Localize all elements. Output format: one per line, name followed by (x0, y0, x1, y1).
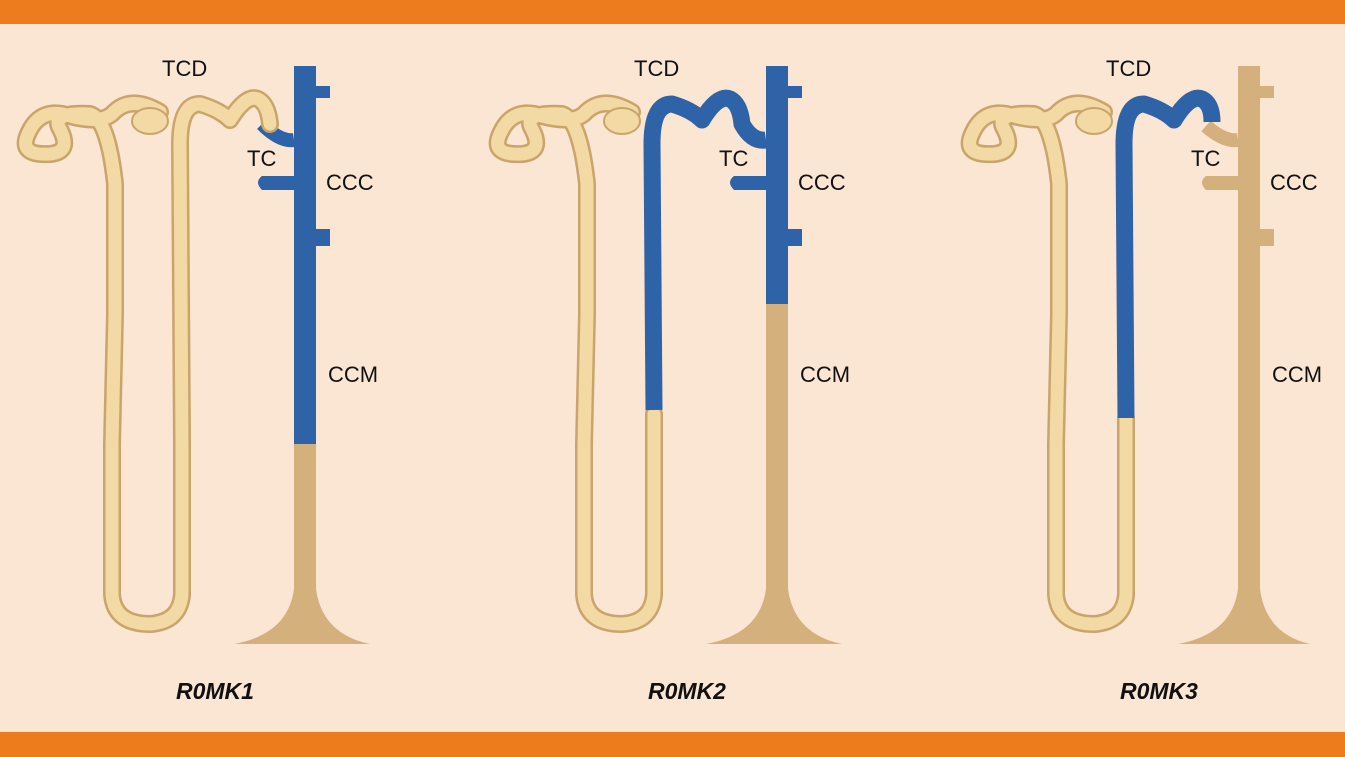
duct-branch-top (316, 86, 330, 98)
connecting-tubule (1206, 126, 1238, 140)
panel-title: R0MK1 (176, 678, 254, 705)
duct-branch-mid (788, 229, 802, 246)
glomerulus (132, 108, 168, 134)
panel-title: R0MK3 (1120, 678, 1198, 705)
panel-title: R0MK2 (648, 678, 726, 705)
label-tcd: TCD (634, 56, 679, 82)
label-tcd: TCD (162, 56, 207, 82)
bottom-orange-band (0, 732, 1345, 757)
proximal-tubule (498, 103, 654, 624)
duct-branch-mid (1260, 229, 1274, 246)
label-ccc: CCC (1270, 170, 1318, 196)
proximal-tubule (970, 103, 1126, 624)
panel-romk1: TCD TC CCC CCM R0MK1 (0, 24, 448, 732)
duct-branch-mid (316, 229, 330, 246)
label-ccm: CCM (1272, 362, 1322, 388)
glomerulus (604, 108, 640, 134)
top-orange-band (0, 0, 1345, 24)
label-tc: TC (719, 146, 748, 172)
label-tc: TC (1191, 146, 1220, 172)
panel-romk3: TCD TC CCC CCM R0MK3 (944, 24, 1345, 732)
nephron-diagram (0, 24, 448, 732)
duct-branch-tc (730, 176, 766, 190)
proximal-tubule (26, 98, 270, 624)
glomerulus (1076, 108, 1112, 134)
duct-branch-top (788, 86, 802, 98)
label-ccc: CCC (326, 170, 374, 196)
label-ccm: CCM (800, 362, 850, 388)
nephron-diagram (472, 24, 920, 732)
distal-tubule-expressed (652, 98, 766, 410)
label-tc: TC (247, 146, 276, 172)
duct-branch-tc (1202, 176, 1238, 190)
duct-branch-tc (258, 176, 294, 190)
label-ccc: CCC (798, 170, 846, 196)
proximal-tubule-fill (26, 98, 270, 624)
collecting-duct-expressed (766, 66, 788, 304)
label-tcd: TCD (1106, 56, 1151, 82)
label-ccm: CCM (328, 362, 378, 388)
duct-branch-top (1260, 86, 1274, 98)
collecting-duct-expressed (294, 66, 316, 444)
panel-romk2: TCD TC CCC CCM R0MK2 (472, 24, 920, 732)
